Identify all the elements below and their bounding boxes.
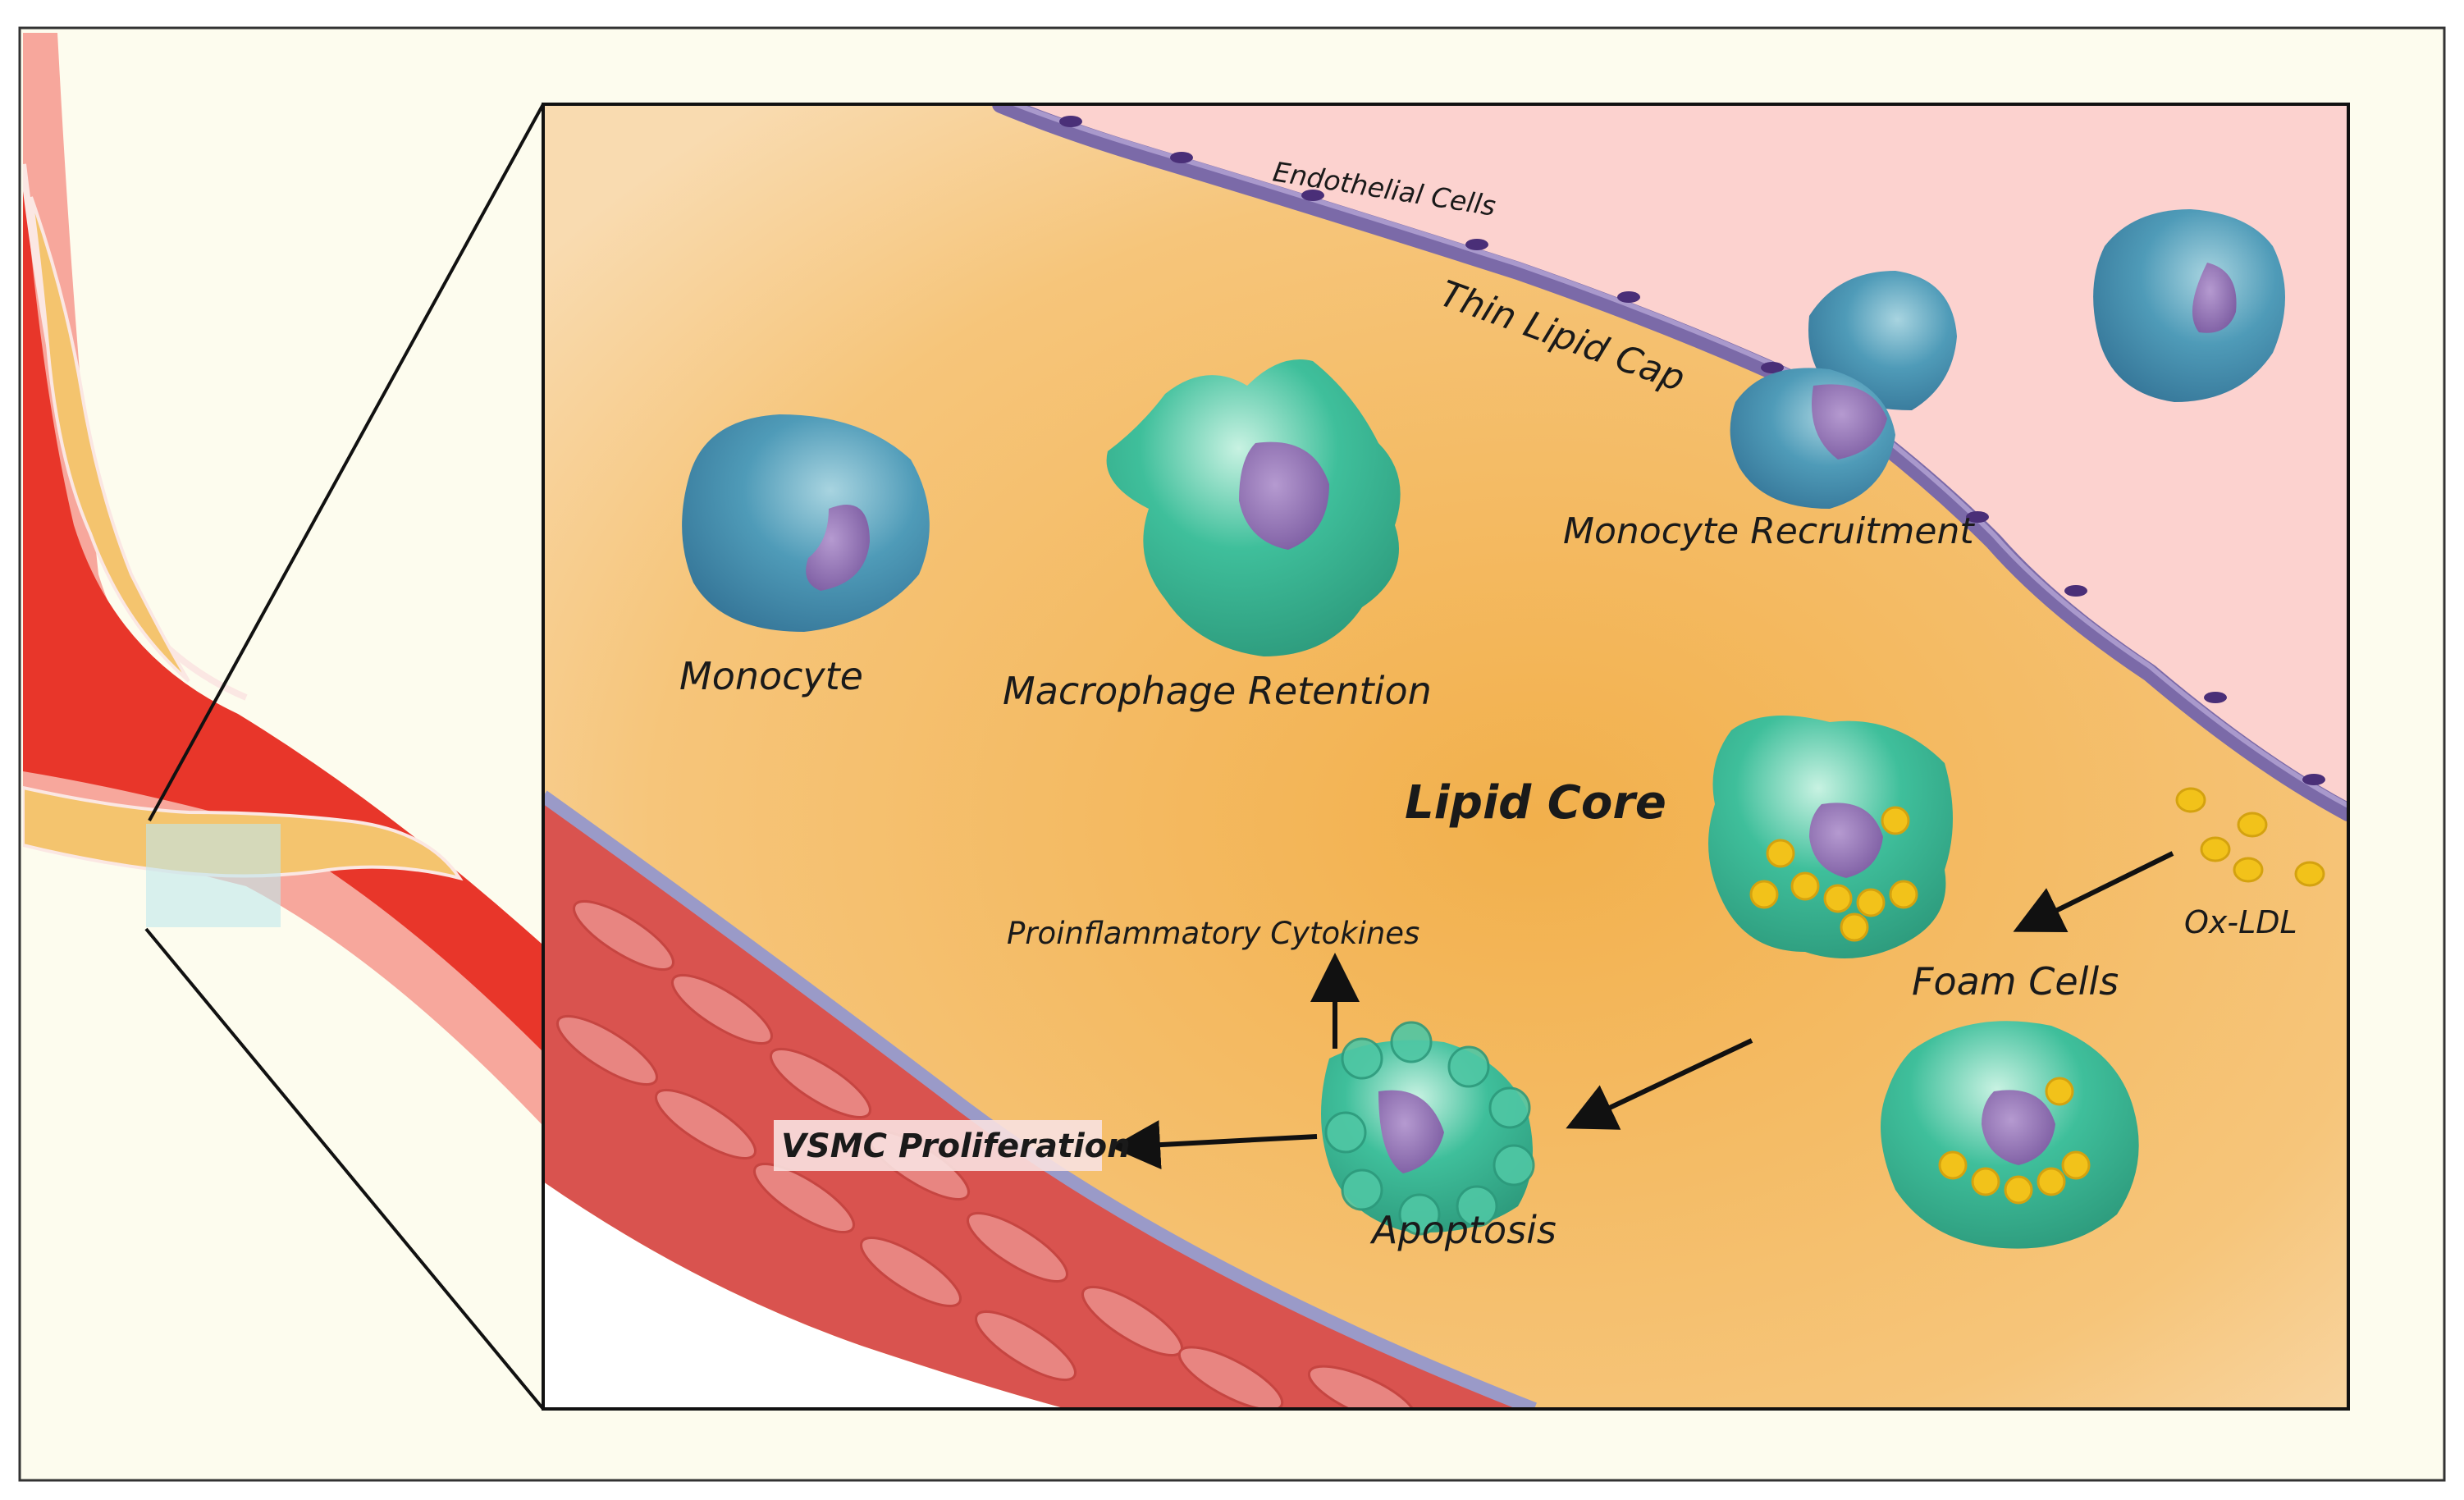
vsmc-label-bg — [774, 1120, 1102, 1171]
vessel-upper-plaque — [30, 196, 190, 683]
lumen-area — [1001, 104, 2348, 812]
zoom-region-highlight — [146, 824, 281, 927]
monocyte-cell — [682, 414, 930, 632]
zoom-connector-bottom — [144, 927, 545, 1411]
label-ox-ldl: Ox-LDL — [2184, 904, 2297, 940]
recruiting-monocyte — [1730, 271, 1957, 509]
pathway-arrows — [1111, 851, 2174, 1170]
arrow-oxldl-to-foam — [2013, 851, 2174, 933]
foam-cell-upper — [1708, 716, 1953, 958]
zoom-panel — [543, 104, 2348, 1409]
label-apoptosis: Apoptosis — [1369, 1208, 1557, 1252]
arrow-apoptosis-to-vsmc — [1111, 1120, 1318, 1170]
elastic-lamina — [543, 790, 1537, 1409]
label-foam-cells: Foam Cells — [1912, 959, 2119, 1004]
apoptotic-cell — [1321, 1021, 1535, 1236]
label-lipid-core: Lipid Core — [1405, 776, 1666, 830]
label-macrophage-retention: Macrophage Retention — [1003, 669, 1432, 713]
label-monocyte-recruitment: Monocyte Recruitment — [1563, 510, 1975, 552]
endothelial-nuclei — [1059, 116, 2325, 785]
ox-ldl-particles — [2175, 787, 2325, 887]
arrow-foam-to-apoptosis — [1566, 1038, 1753, 1130]
lumen-monocyte — [2093, 209, 2285, 402]
zoom-panel-border — [542, 103, 2350, 1411]
label-vsmc-proliferation: VSMC Proliferation — [781, 1127, 1131, 1165]
label-monocyte: Monocyte — [679, 654, 863, 698]
label-proinflammatory-cytokines: Proinflammatory Cytokines — [1007, 916, 1419, 951]
zoom-connector-top — [148, 103, 545, 821]
smooth-muscle-layer — [543, 796, 1534, 1409]
vessel-lumen — [23, 164, 542, 1050]
foam-cell-lower — [1881, 1021, 2139, 1249]
lower-lumen — [543, 1182, 1067, 1409]
macrophage-cell — [1106, 359, 1401, 656]
vessel-overview — [23, 33, 542, 1124]
